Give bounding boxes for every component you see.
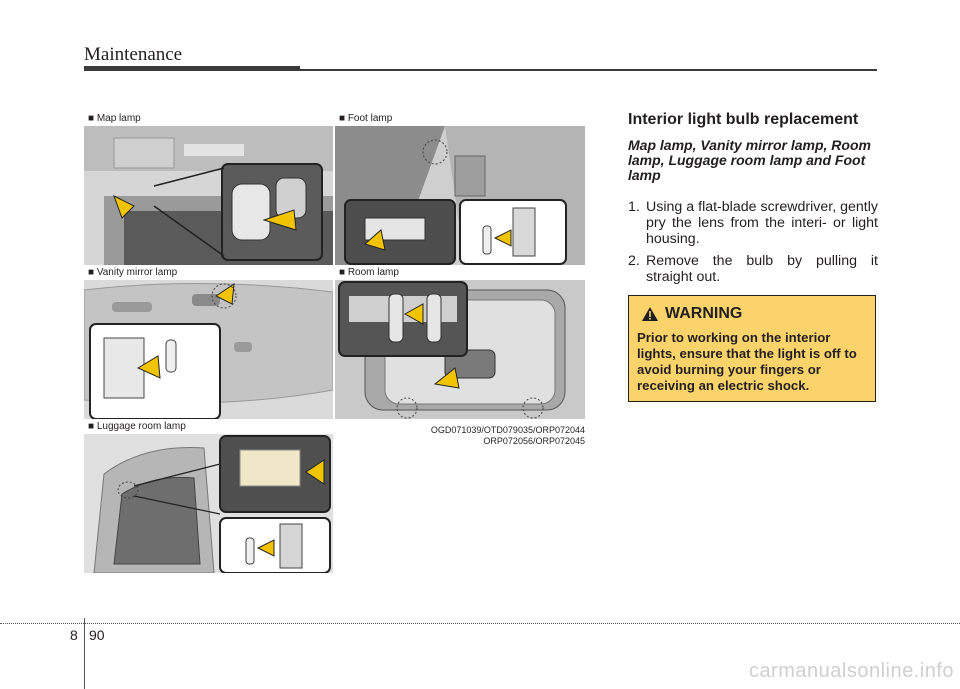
foot-lamp-panel: ■ Foot lamp [335,112,585,265]
step-text: Using a flat-blade screwdriver, gently p… [646,199,878,247]
warning-triangle-icon [642,307,658,321]
header-rule-thick [84,66,300,71]
vanity-mirror-lamp-panel: ■ Vanity mirror lamp [84,266,333,419]
figure-code-line-1: OGD071039/OTD079035/ORP072044 [430,425,585,435]
map-lamp-label: ■ Map lamp [84,112,333,126]
foot-lamp-label: ■ Foot lamp [335,112,585,126]
page-header-title: Maintenance [84,44,183,65]
room-lamp-panel: ■ Room lamp [335,266,585,419]
figure-code-line-2: ORP072056/ORP072045 [483,436,585,446]
foot-lamp-illustration [335,126,585,265]
room-lamp-illustration [335,280,585,419]
warning-header: WARNING [641,305,742,323]
warning-box: WARNING Prior to working on the interior… [628,295,876,402]
footer-dotted-rule [0,623,960,624]
luggage-room-lamp-label: ■ Luggage room lamp [84,420,333,434]
page-number: 90 [89,627,105,643]
footer-vertical-rule [84,618,85,689]
watermark: carmanualsonline.info [748,660,954,682]
map-lamp-illustration [84,126,333,265]
figure-reference-codes: OGD071039/OTD079035/ORP072044 ORP072056/… [390,425,585,447]
luggage-room-lamp-panel: ■ Luggage room lamp [84,420,333,573]
step-number: 2. [628,253,640,269]
step-item: 1. Using a flat-blade screwdriver, gentl… [628,199,878,247]
room-lamp-label: ■ Room lamp [335,266,585,280]
vanity-mirror-lamp-label: ■ Vanity mirror lamp [84,266,333,280]
vanity-mirror-lamp-illustration [84,280,333,419]
section-subtitle: Map lamp, Vanity mirror lamp, Room lamp,… [628,137,871,183]
map-lamp-panel: ■ Map lamp [84,112,333,265]
warning-title: WARNING [665,305,743,322]
step-number: 1. [628,199,640,215]
chapter-number: 8 [70,627,78,643]
luggage-room-lamp-illustration [84,434,333,573]
step-text: Remove the bulb by pulling it straight o… [646,253,878,285]
warning-text: Prior to working on the interior lights,… [637,330,857,393]
section-title: Interior light bulb replacement [628,111,859,128]
step-item: 2. Remove the bulb by pulling it straigh… [628,253,878,285]
header-rule-thin [300,69,877,71]
instruction-steps: 1. Using a flat-blade screwdriver, gentl… [628,199,878,291]
